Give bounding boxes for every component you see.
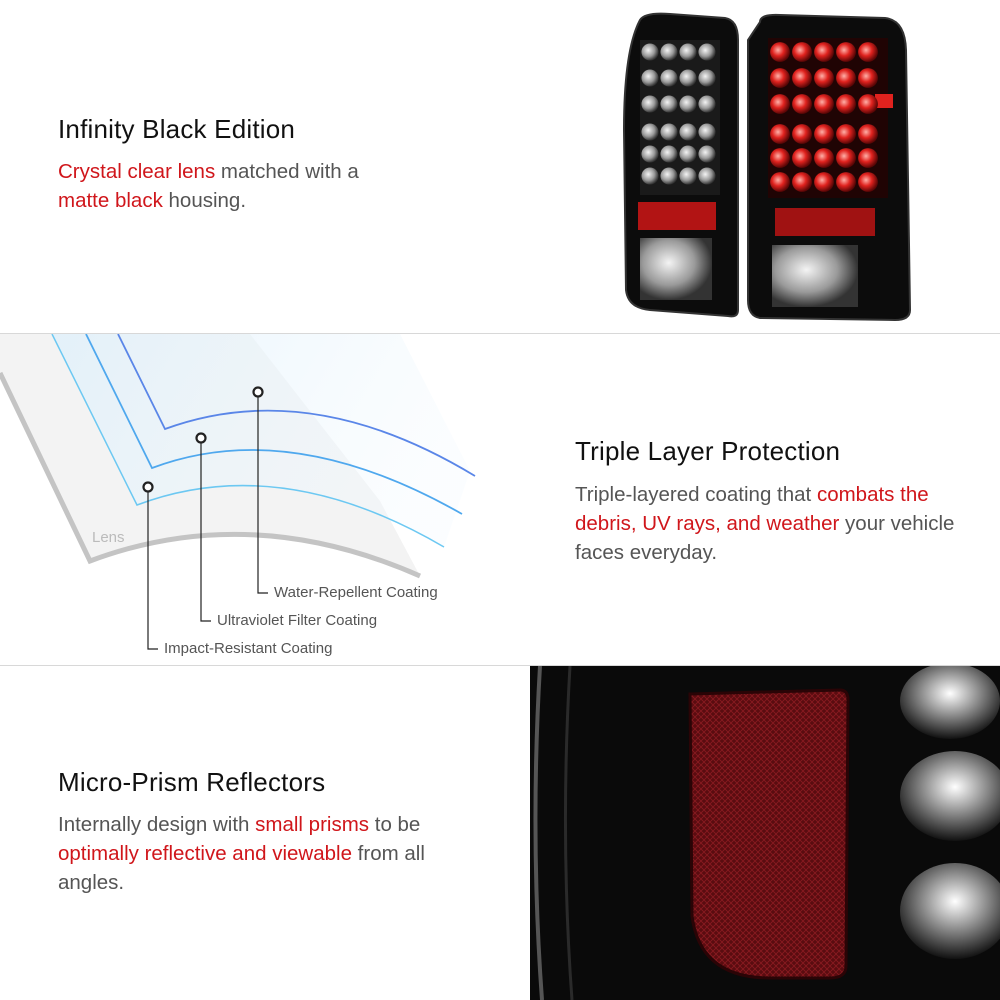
led bbox=[858, 148, 878, 168]
layer-label-water: Water-Repellent Coating bbox=[274, 584, 438, 601]
led bbox=[814, 94, 834, 114]
led bbox=[641, 69, 659, 87]
led bbox=[679, 123, 697, 141]
tail-lights-image bbox=[622, 12, 912, 322]
led bbox=[858, 172, 878, 192]
layer-label-impact: Impact-Resistant Coating bbox=[164, 640, 333, 657]
led bbox=[770, 124, 790, 144]
led bbox=[641, 145, 659, 163]
led bbox=[641, 167, 659, 185]
led bbox=[641, 95, 659, 113]
led bbox=[792, 94, 812, 114]
led bbox=[858, 94, 878, 114]
led bbox=[641, 123, 659, 141]
lens-label: Lens bbox=[92, 529, 125, 546]
led bbox=[836, 124, 856, 144]
led bbox=[792, 124, 812, 144]
led bbox=[814, 148, 834, 168]
led bbox=[660, 69, 678, 87]
led bbox=[679, 43, 697, 61]
led bbox=[836, 68, 856, 88]
led bbox=[836, 148, 856, 168]
led bbox=[660, 145, 678, 163]
reflector-closeup-image bbox=[530, 666, 1000, 1000]
led bbox=[698, 123, 716, 141]
coating-layers-diagram bbox=[0, 334, 476, 650]
led bbox=[660, 123, 678, 141]
led bbox=[698, 95, 716, 113]
led bbox=[698, 145, 716, 163]
section-body: Triple-layered coating that combats the … bbox=[575, 483, 955, 564]
led bbox=[679, 95, 697, 113]
led bbox=[814, 172, 834, 192]
led bbox=[679, 69, 697, 87]
led bbox=[836, 42, 856, 62]
section-title: Triple Layer Protection bbox=[575, 436, 841, 466]
led bbox=[698, 69, 716, 87]
led bbox=[792, 148, 812, 168]
led bbox=[858, 42, 878, 62]
led bbox=[641, 43, 659, 61]
section-infinity-black: Infinity Black Edition Crystal clear len… bbox=[0, 0, 1000, 333]
led bbox=[792, 68, 812, 88]
led bbox=[814, 124, 834, 144]
led bbox=[698, 167, 716, 185]
section-body: Internally design with small prisms to b… bbox=[58, 813, 425, 894]
led bbox=[770, 172, 790, 192]
section-body: Crystal clear lens matched with a matte … bbox=[58, 160, 359, 212]
led bbox=[836, 94, 856, 114]
led bbox=[660, 43, 678, 61]
led bbox=[792, 172, 812, 192]
led bbox=[660, 95, 678, 113]
section-title: Infinity Black Edition bbox=[58, 114, 296, 144]
section-micro-prism: Micro-Prism Reflectors Internally design… bbox=[0, 666, 1000, 1000]
led bbox=[814, 42, 834, 62]
led bbox=[698, 43, 716, 61]
led bbox=[814, 68, 834, 88]
led bbox=[858, 124, 878, 144]
led bbox=[858, 68, 878, 88]
led bbox=[792, 42, 812, 62]
led bbox=[660, 167, 678, 185]
section-title: Micro-Prism Reflectors bbox=[58, 767, 326, 797]
led bbox=[770, 42, 790, 62]
led bbox=[770, 68, 790, 88]
section-triple-layer: Lens Water-Repellent Coating Ultraviolet… bbox=[0, 333, 1000, 666]
led bbox=[679, 167, 697, 185]
led bbox=[770, 148, 790, 168]
led bbox=[836, 172, 856, 192]
layer-label-uv: Ultraviolet Filter Coating bbox=[217, 612, 378, 629]
led bbox=[770, 94, 790, 114]
led bbox=[679, 145, 697, 163]
